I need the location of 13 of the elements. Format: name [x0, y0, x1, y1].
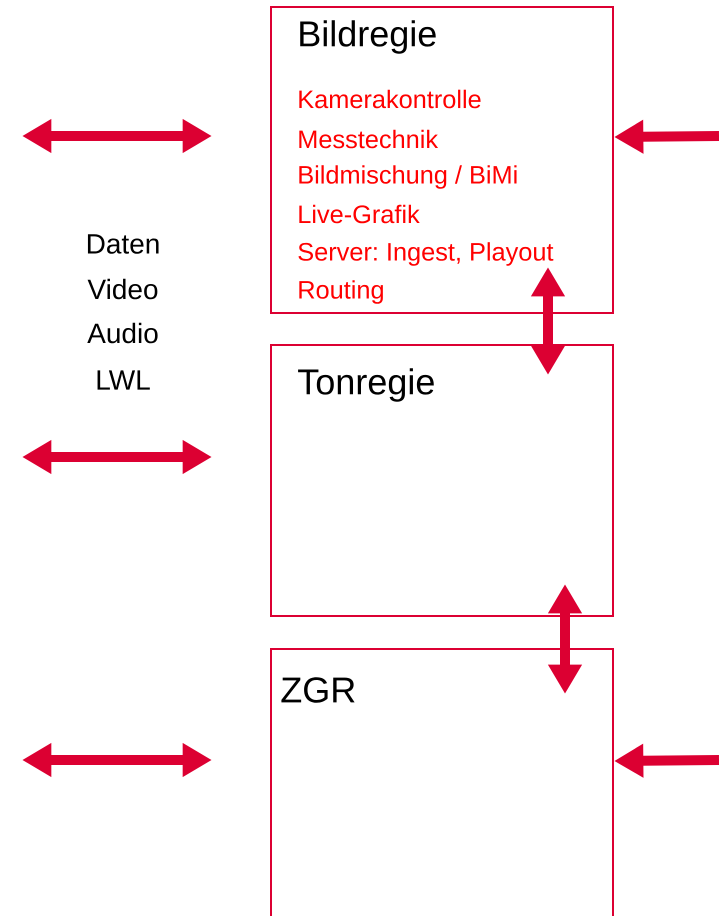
function-item: Server: Ingest, Playout — [298, 242, 554, 266]
signal-label: LWL — [98, 370, 150, 390]
room-title: ZGR — [281, 677, 355, 703]
function-item: Bildmischung / BiMi — [299, 165, 517, 189]
signal-label: Video — [88, 278, 158, 300]
function-item: Messtechnik — [299, 130, 438, 148]
signal-label: Daten — [88, 234, 159, 254]
function-item: Live-Grafik — [299, 204, 420, 224]
room-title: Tonregie — [298, 368, 434, 402]
room-title: Bildregie — [300, 20, 436, 54]
function-item: Kamerakontrolle — [299, 90, 481, 108]
signal-label: Audio — [87, 322, 158, 344]
function-item: Routing — [299, 280, 383, 304]
